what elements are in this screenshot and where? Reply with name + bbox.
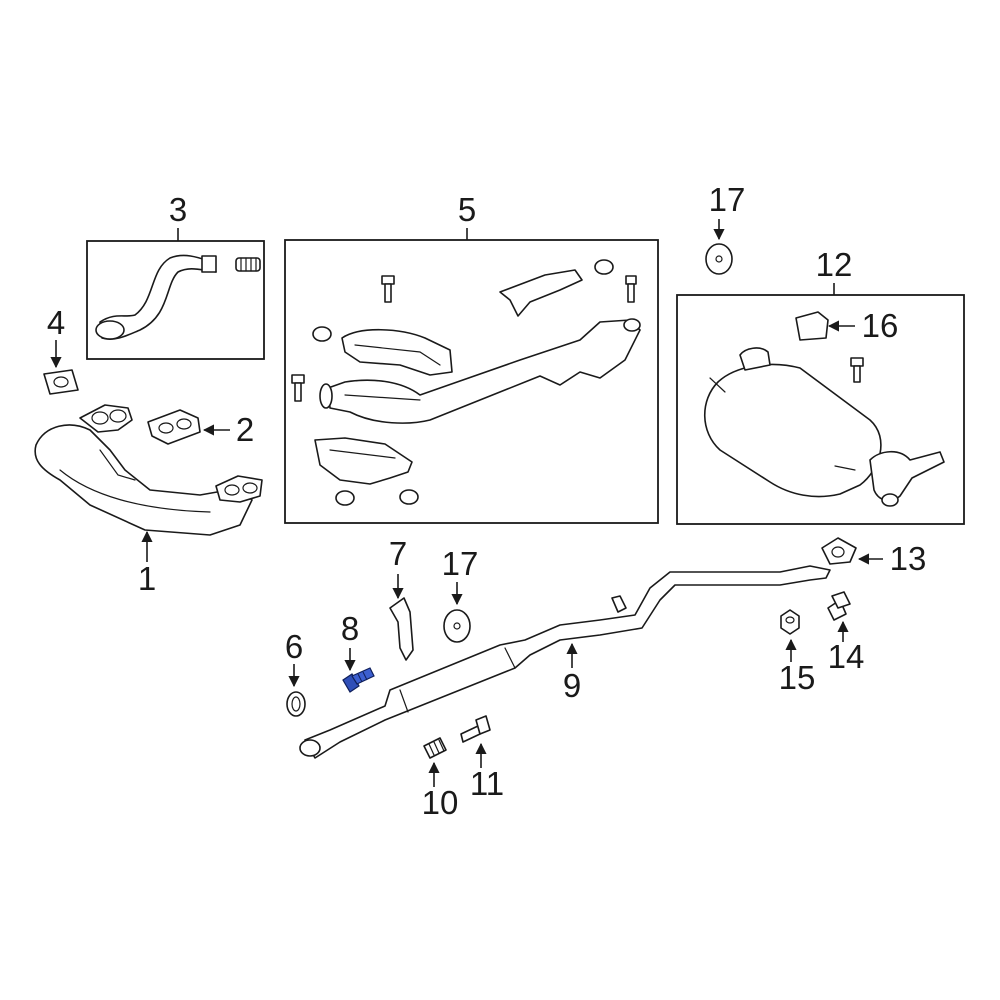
group-box-3: 3 bbox=[86, 191, 265, 360]
center-pipe-part[interactable] bbox=[299, 565, 831, 759]
gasket-ring-part-6[interactable] bbox=[286, 691, 306, 717]
callout-15: 15 bbox=[779, 659, 816, 696]
callout-8: 8 bbox=[341, 610, 359, 647]
bolt-part-11[interactable] bbox=[460, 715, 491, 743]
hanger-part[interactable] bbox=[705, 243, 733, 275]
callout-16: 16 bbox=[862, 307, 899, 344]
heat-shield-lower[interactable] bbox=[314, 437, 413, 485]
callout-4: 4 bbox=[47, 304, 65, 341]
group-box-12: 12 bbox=[676, 246, 965, 525]
catalytic-converter-main[interactable] bbox=[319, 318, 641, 424]
callout-17-upper: 17 bbox=[709, 181, 746, 218]
callout-17-lower: 17 bbox=[442, 545, 479, 582]
callout-3: 3 bbox=[169, 191, 187, 228]
highlighted-bolt-part-8[interactable] bbox=[342, 667, 375, 693]
bracket-part-7[interactable] bbox=[389, 597, 414, 661]
gasket-part-13[interactable] bbox=[821, 537, 857, 565]
bolt-part[interactable] bbox=[625, 275, 637, 303]
stud-part-10[interactable] bbox=[423, 737, 447, 759]
bolt-part[interactable] bbox=[291, 374, 305, 402]
muffler-part[interactable] bbox=[703, 347, 945, 507]
nut-part[interactable] bbox=[312, 259, 614, 506]
tail-pipe-part[interactable] bbox=[795, 311, 829, 341]
heat-shield-upper[interactable] bbox=[499, 269, 583, 317]
callout-10: 10 bbox=[422, 784, 459, 821]
bolt-part-14[interactable] bbox=[827, 591, 851, 621]
bolt-part[interactable] bbox=[850, 357, 864, 383]
bolt-part[interactable] bbox=[381, 275, 395, 303]
gasket-part-2[interactable] bbox=[147, 409, 201, 445]
callout-7: 7 bbox=[389, 535, 407, 572]
hanger-part[interactable] bbox=[443, 609, 471, 643]
callout-14: 14 bbox=[828, 638, 865, 675]
front-pipe-part[interactable] bbox=[95, 254, 217, 340]
group-box-5: 5 bbox=[284, 191, 659, 524]
callout-9: 9 bbox=[563, 667, 581, 704]
callout-12: 12 bbox=[816, 246, 853, 283]
catalytic-converter-upper[interactable] bbox=[341, 328, 453, 376]
callout-11: 11 bbox=[470, 765, 504, 802]
stud-part[interactable] bbox=[235, 257, 261, 272]
gasket-part-4[interactable] bbox=[43, 369, 79, 395]
callout-13: 13 bbox=[890, 540, 927, 577]
callout-5: 5 bbox=[458, 191, 476, 228]
callout-6: 6 bbox=[285, 628, 303, 665]
callout-2: 2 bbox=[236, 411, 254, 448]
callout-1: 1 bbox=[138, 560, 156, 597]
nut-part-15[interactable] bbox=[780, 609, 800, 635]
exhaust-manifold-part[interactable] bbox=[34, 404, 263, 536]
